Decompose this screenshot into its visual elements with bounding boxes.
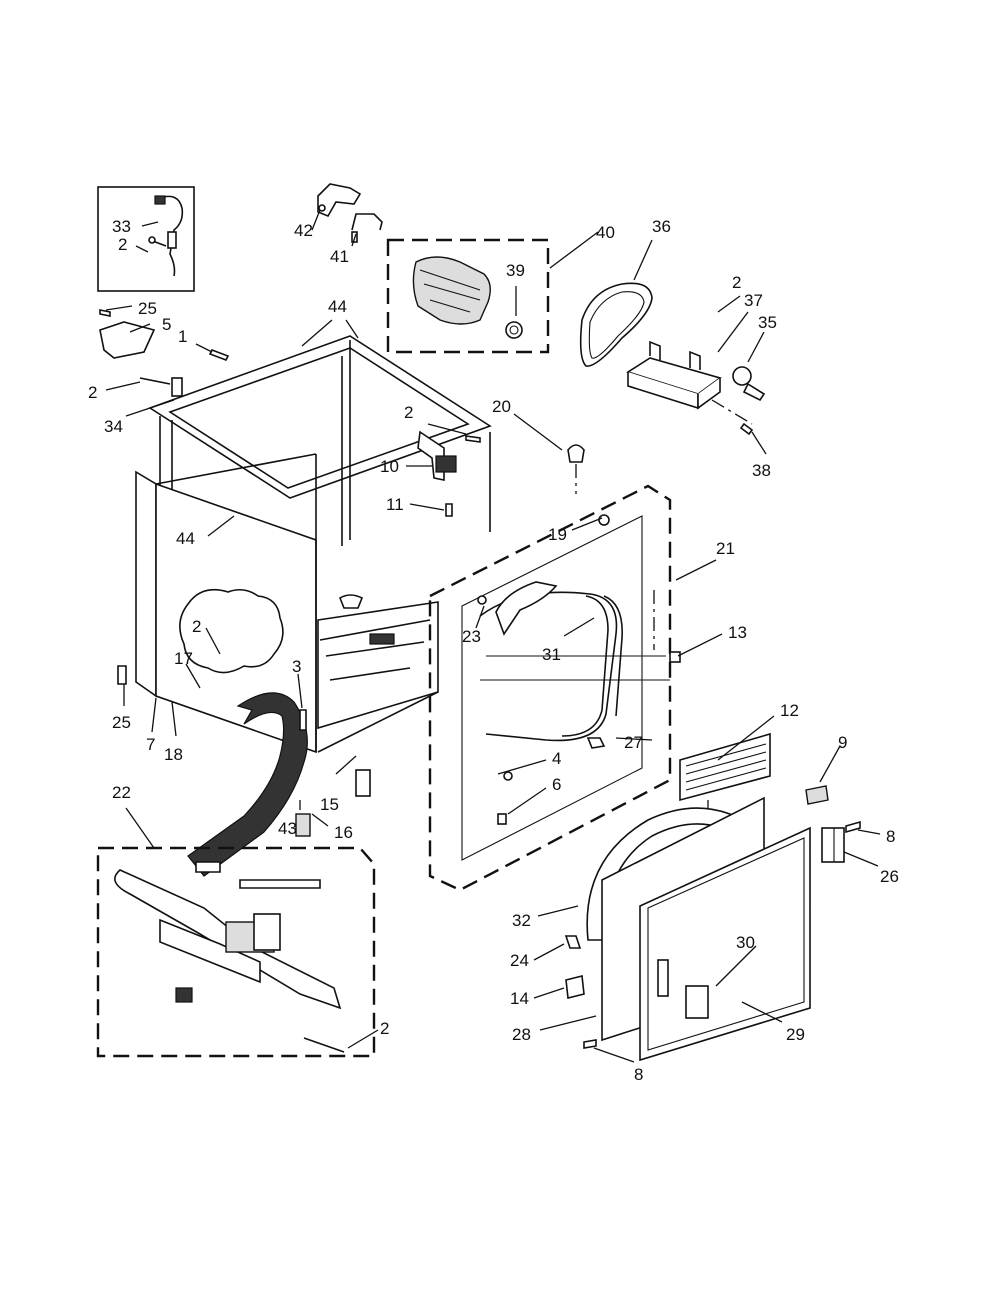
motor-assembly-box: [386, 238, 550, 354]
screw-11: [445, 503, 453, 517]
drive-belt: [579, 282, 653, 367]
callout-22: 22: [112, 783, 131, 802]
clip-13: [669, 651, 681, 663]
callout-8: 8: [634, 1065, 643, 1084]
callout-43: 43: [278, 819, 297, 838]
burner-assembly-box: [96, 846, 376, 1058]
bracket-10: [417, 430, 457, 481]
label-12: [679, 732, 771, 802]
bracket-41: [351, 213, 383, 243]
screw-2-frame: [465, 435, 481, 443]
callout-26: 26: [880, 867, 899, 886]
callout-29: 29: [786, 1025, 805, 1044]
callout-20: 20: [492, 397, 511, 416]
handle-30: [685, 985, 709, 1019]
callout-30: 30: [736, 933, 755, 952]
callout-15: 15: [320, 795, 339, 814]
screw-25-top: [99, 309, 111, 317]
callout-11: 11: [386, 495, 404, 514]
screw-38: [739, 422, 754, 436]
callout-25: 25: [138, 299, 157, 318]
callout-16: 16: [334, 823, 353, 842]
callout-39: 39: [506, 261, 525, 280]
bracket-42: [317, 183, 362, 218]
callout-7: 7: [146, 735, 155, 754]
callout-31: 31: [542, 645, 561, 664]
outer-door-29: [639, 826, 811, 1062]
callout-labels: 33 2 42 41 40 39 36 2 37 35 25 5 1 44 2 …: [88, 217, 899, 1084]
callout-5: 5: [162, 315, 171, 334]
fuse-43: [295, 813, 311, 837]
callout-35: 35: [758, 313, 777, 332]
callout-14: 14: [510, 989, 529, 1008]
callout-23: 23: [462, 627, 481, 646]
callout-17: 17: [174, 649, 193, 668]
callout-3: 3: [292, 657, 301, 676]
screw-3: [299, 709, 307, 731]
callout-37: 37: [744, 291, 763, 310]
callout-28: 28: [512, 1025, 531, 1044]
screw-8-hinge: [845, 820, 861, 834]
callout-2: 2: [118, 235, 127, 254]
callout-2: 2: [192, 617, 201, 636]
clip-34: [139, 377, 183, 397]
callout-2: 2: [732, 273, 741, 292]
leader-lines: [105, 209, 881, 1063]
idler-bracket: [626, 340, 722, 410]
callout-2: 2: [88, 383, 97, 402]
bracket-24: [564, 935, 582, 949]
callout-9: 9: [838, 733, 847, 752]
callout-24: 24: [510, 951, 529, 970]
callout-44: 44: [176, 529, 195, 548]
bracket-5: [99, 321, 156, 359]
callout-13: 13: [728, 623, 747, 642]
callout-40: 40: [596, 223, 615, 242]
callout-2: 2: [380, 1019, 389, 1038]
callout-10: 10: [380, 457, 399, 476]
callout-32: 32: [512, 911, 531, 930]
screw-8-door: [583, 1039, 597, 1049]
terminal-15: [355, 769, 371, 797]
callout-18: 18: [164, 745, 183, 764]
strike-14: [565, 975, 585, 999]
callout-25: 25: [112, 713, 131, 732]
callout-34: 34: [104, 417, 123, 436]
idler-pulley: [732, 366, 766, 402]
duct-hose: [187, 692, 308, 877]
front-panel: [428, 484, 672, 892]
callout-38: 38: [752, 461, 771, 480]
callout-19: 19: [548, 525, 567, 544]
callout-2: 2: [404, 403, 413, 422]
callout-1: 1: [178, 327, 187, 346]
callout-6: 6: [552, 775, 561, 794]
wire-harness-inset: [97, 186, 195, 292]
connector-27: [586, 737, 606, 749]
screw-1: [208, 348, 230, 362]
callout-21: 21: [716, 539, 735, 558]
hinge-26: [821, 827, 845, 863]
callout-4: 4: [552, 749, 561, 768]
callout-42: 42: [294, 221, 313, 240]
callout-44: 44: [328, 297, 347, 316]
cabinet-frame: [135, 335, 492, 754]
callout-12: 12: [780, 701, 799, 720]
callout-36: 36: [652, 217, 671, 236]
cap-9: [805, 785, 829, 805]
callout-33: 33: [112, 217, 131, 236]
callout-8: 8: [886, 827, 895, 846]
callout-41: 41: [330, 247, 349, 266]
callout-27: 27: [624, 733, 643, 752]
cap-20: [567, 444, 585, 463]
screw-25-side: [117, 665, 127, 685]
